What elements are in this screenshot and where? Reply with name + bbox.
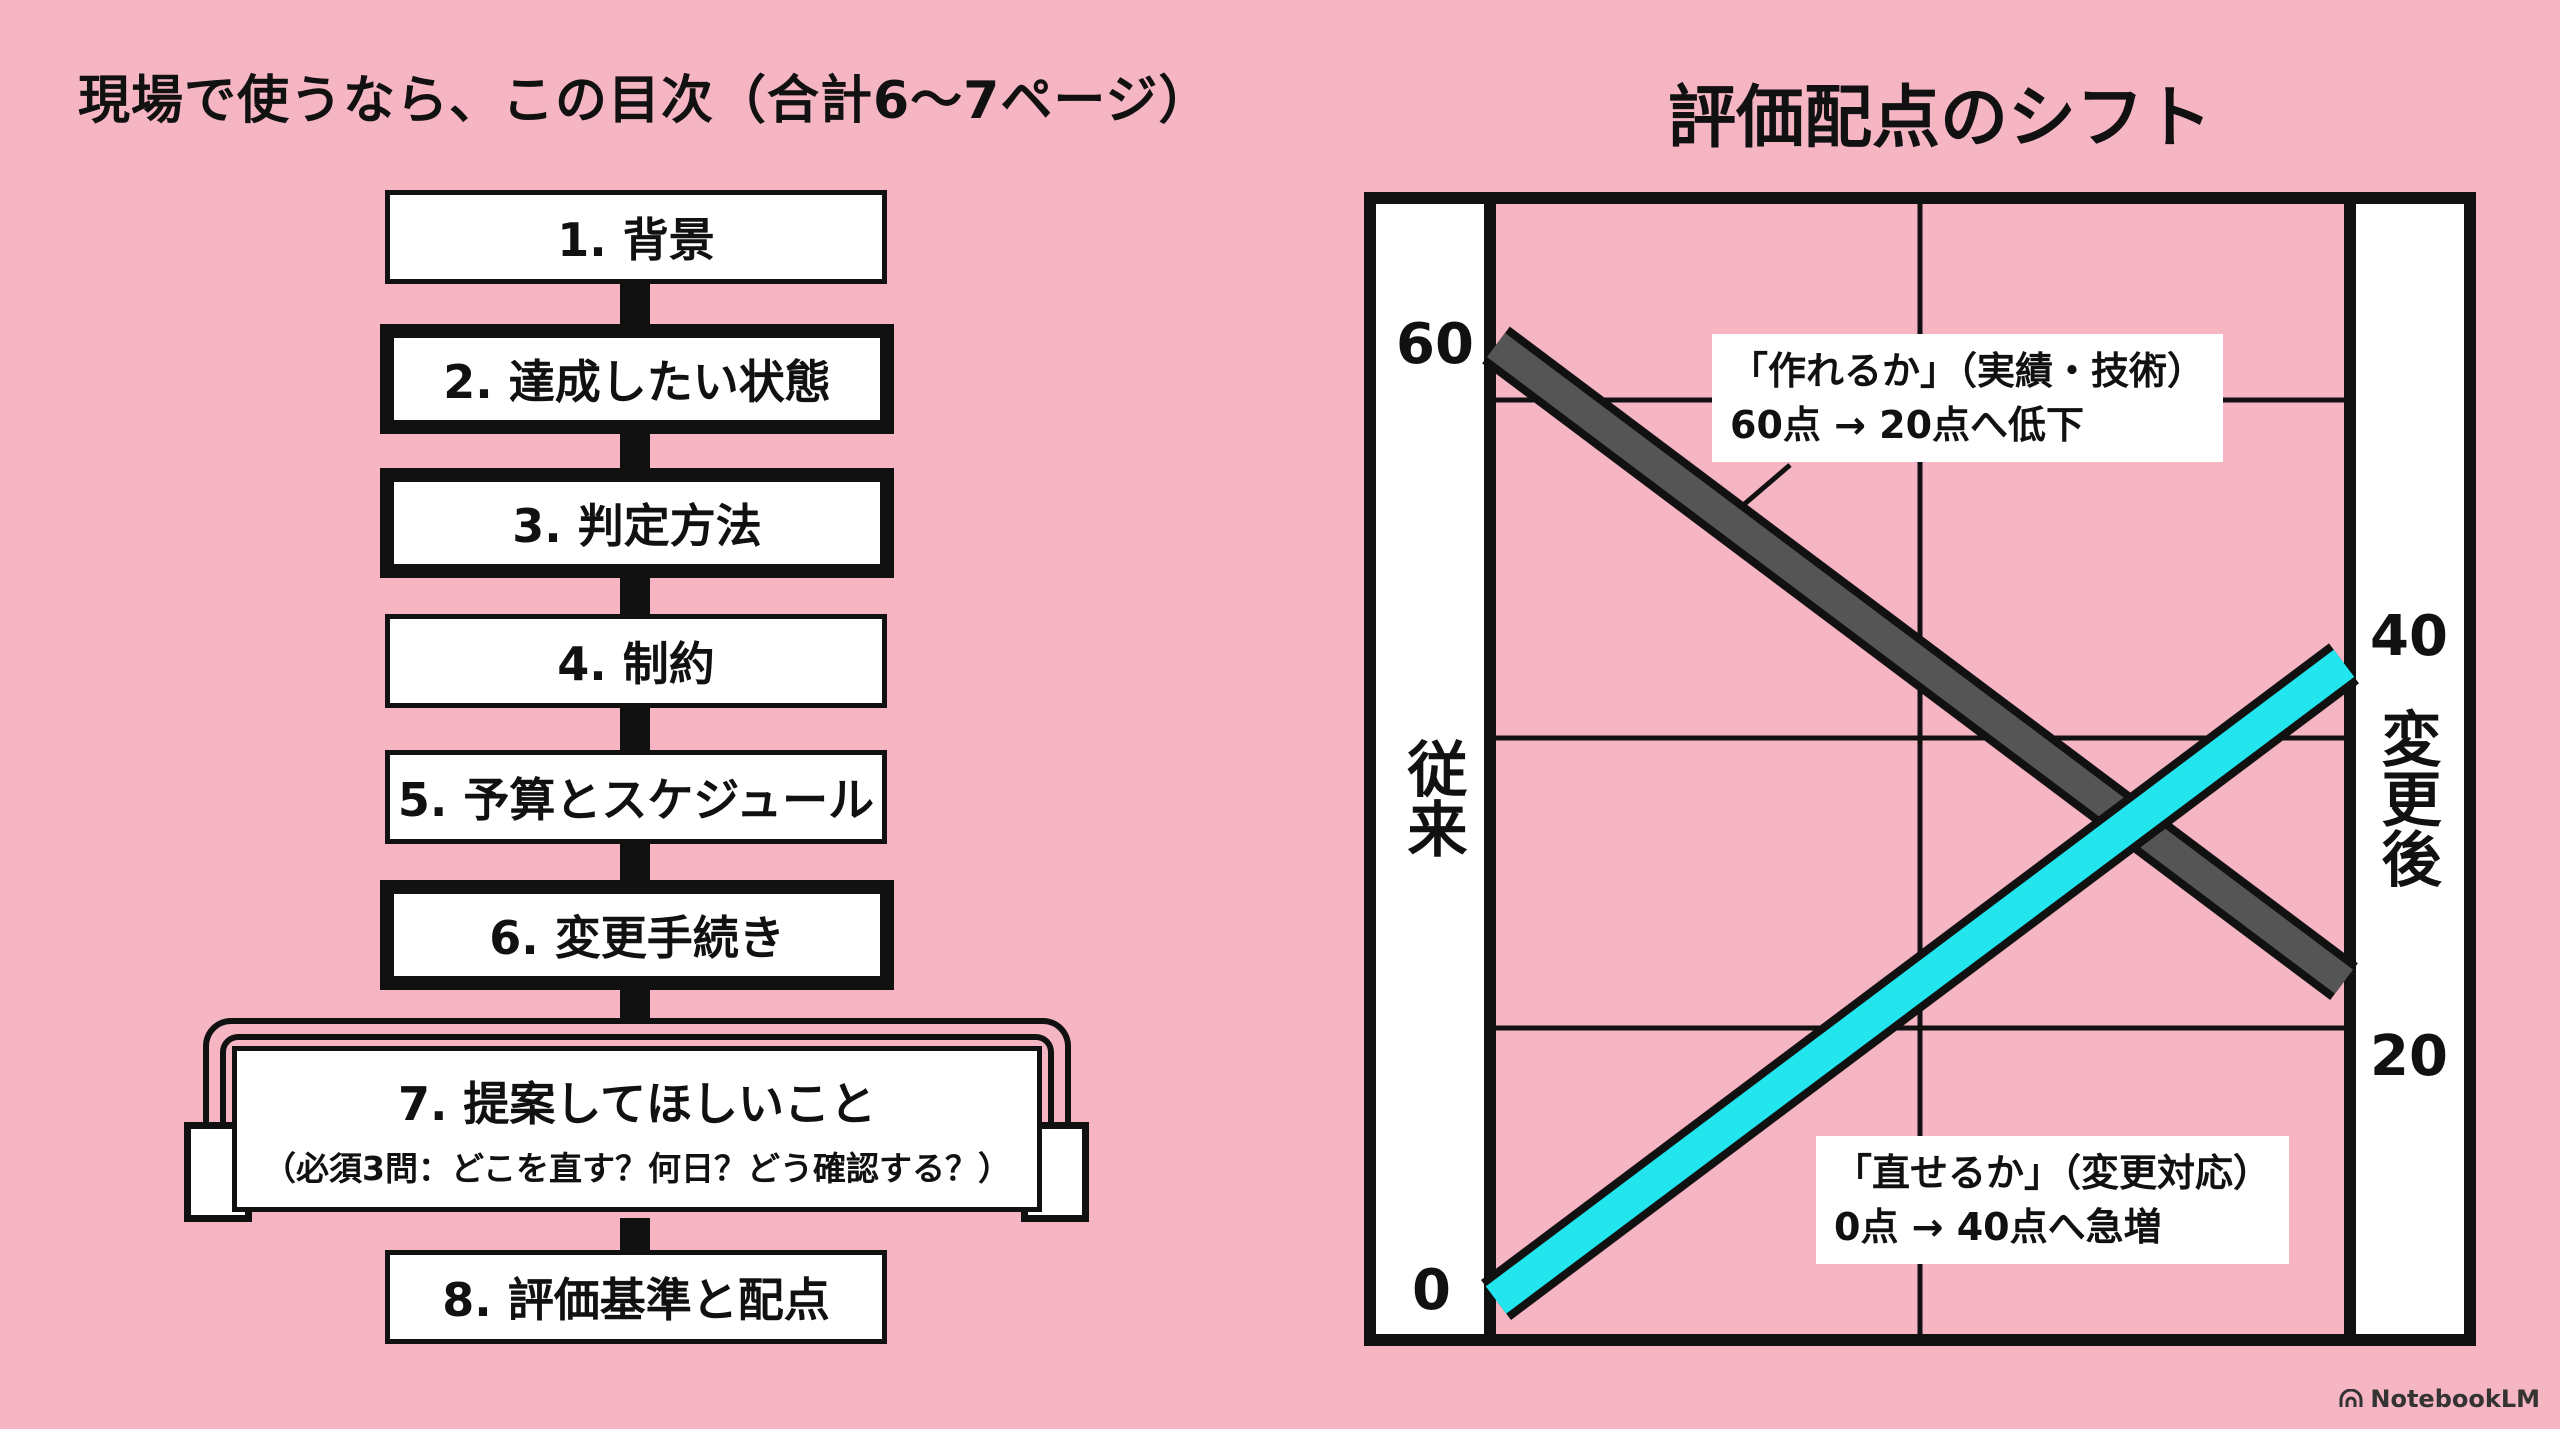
toc-step-6: 6. 変更手続き [380, 880, 894, 990]
callout-build-line2: 60点 → 20点へ低下 [1730, 403, 2085, 447]
right-axis-band [2344, 198, 2464, 1340]
callout-fix-line2: 0点 → 40点へ急増 [1834, 1205, 2162, 1249]
series-line-2 [1485, 649, 2355, 1314]
toc-step-7-sublabel: （必須3問：どこを直す？何日？どう確認する？） [263, 1149, 1011, 1188]
right-axis-label: 変更後 [2371, 708, 2441, 888]
callout-build-line1: 「作れるか」（実績・技術） [1730, 349, 2206, 393]
toc-title: 現場で使うなら、この目次（合計6〜7ページ） [78, 71, 1212, 131]
callout-fix-line1: 「直せるか」（変更対応） [1834, 1151, 2272, 1195]
series-line-1 [1486, 333, 2354, 994]
toc-step-2: 2. 達成したい状態 [380, 324, 894, 434]
toc-step-8: 8. 評価基準と配点 [385, 1250, 887, 1344]
toc-step-7: 7. 提案してほしいこと （必須3問：どこを直す？何日？どう確認する？） [232, 1046, 1042, 1212]
series-group [1480, 326, 2360, 1320]
left-tick-0: 0 [1412, 1258, 1451, 1323]
toc-step-5: 5. 予算とスケジュール [385, 750, 887, 844]
left-tick-60: 60 [1396, 312, 1474, 377]
toc-step-7-label: 7. 提案してほしいこと [397, 1077, 877, 1131]
callout-fix: 「直せるか」（変更対応） 0点 → 40点へ急増 [1816, 1136, 2290, 1264]
notebooklm-logo-icon [2339, 1389, 2363, 1407]
toc-step-1: 1. 背景 [385, 190, 887, 284]
watermark-text: NotebookLM [2370, 1385, 2540, 1413]
left-axis-label: 従来 [1397, 738, 1467, 858]
toc-step-4: 4. 制約 [385, 614, 887, 708]
left-axis-band [1376, 198, 1496, 1340]
chart-title: 評価配点のシフト [1667, 79, 2212, 158]
callout-build: 「作れるか」（実績・技術） 60点 → 20点へ低下 [1712, 334, 2224, 462]
right-tick-20: 20 [2370, 1024, 2448, 1089]
right-tick-40: 40 [2370, 604, 2448, 669]
toc-step-3: 3. 判定方法 [380, 468, 894, 578]
watermark: NotebookLM [2338, 1385, 2540, 1413]
